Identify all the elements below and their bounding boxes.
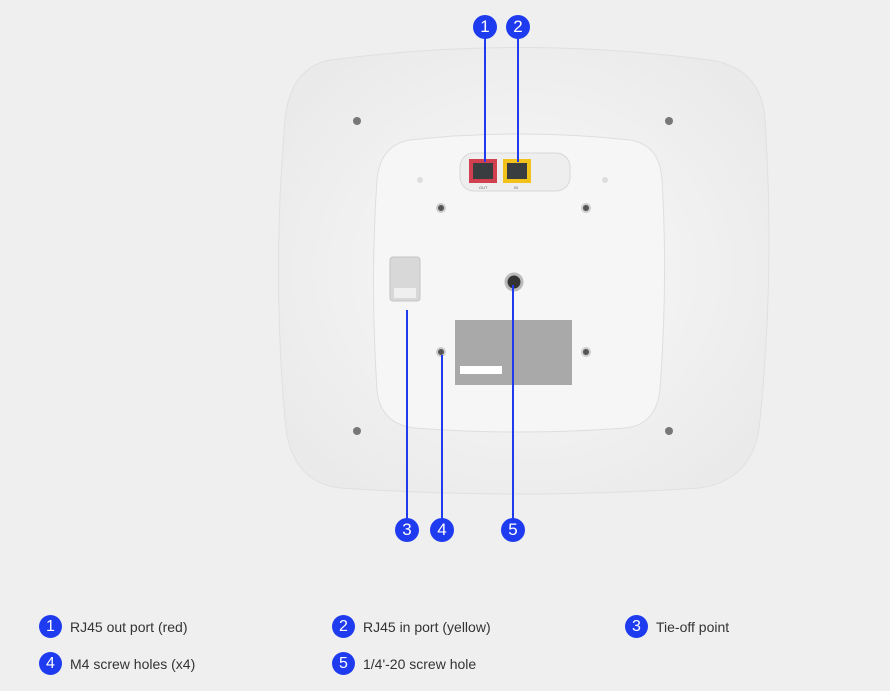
legend-marker: 3 [625, 615, 648, 638]
legend-marker: 4 [39, 652, 62, 675]
marker-5: 5 [501, 518, 525, 542]
leader-lines [406, 38, 519, 519]
port-in-label: IN [514, 185, 518, 190]
legend-item: 2 RJ45 in port (yellow) [332, 615, 491, 638]
legend-item: 1 RJ45 out port (red) [39, 615, 188, 638]
port-out-label: OUT [479, 185, 488, 190]
outer-screw-holes [353, 117, 673, 435]
legend-item: 5 1/4'-20 screw hole [332, 652, 476, 675]
marker-1: 1 [473, 15, 497, 39]
legend-item: 4 M4 screw holes (x4) [39, 652, 195, 675]
legend-label: RJ45 out port (red) [70, 618, 188, 635]
m4-screw-holes [436, 203, 591, 357]
marker-4: 4 [430, 518, 454, 542]
marker-2: 2 [506, 15, 530, 39]
legend-marker: 1 [39, 615, 62, 638]
legend-label: Tie-off point [656, 618, 730, 635]
legend-marker: 2 [332, 615, 355, 638]
tie-off-point [389, 256, 421, 302]
legend-marker: 5 [332, 652, 355, 675]
legend-label: M4 screw holes (x4) [70, 655, 196, 672]
marker-3: 3 [395, 518, 419, 542]
legend-label: RJ45 in port (yellow) [363, 618, 491, 635]
legend-label: 1/4'-20 screw hole [363, 655, 477, 672]
legend-item: 3 Tie-off point [625, 615, 729, 638]
